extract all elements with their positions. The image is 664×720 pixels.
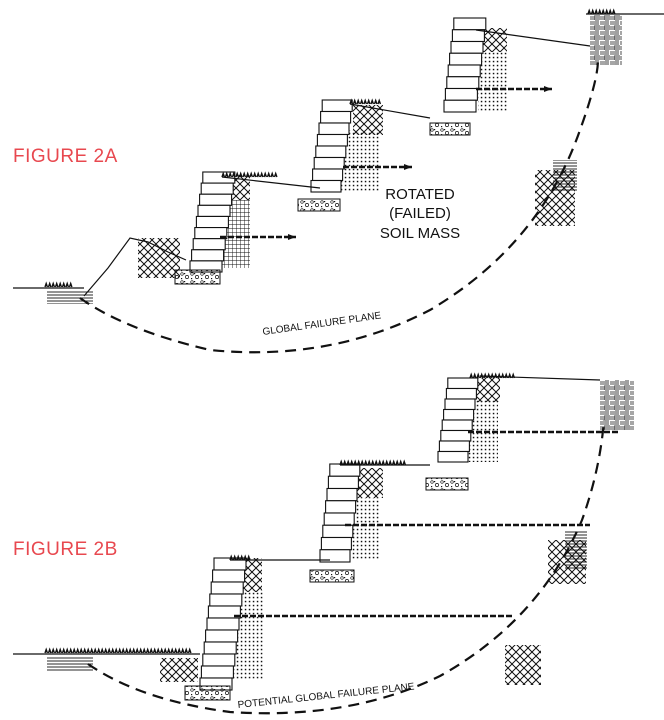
fig-b-tier1-block <box>206 617 240 631</box>
fig-a-tier1-block <box>195 215 229 229</box>
fig-b-tier1-block <box>209 593 243 607</box>
fig-a-tier1-block <box>197 204 231 217</box>
figure-2a-drawing <box>13 8 664 354</box>
fig-b-toe-soil <box>160 658 198 682</box>
fig-a-tier1-block <box>192 238 226 251</box>
figure-2a-title: FIGURE 2A <box>13 146 118 167</box>
fig-a-tier3-footing <box>429 122 471 136</box>
fig-b-tier3-block <box>437 450 469 463</box>
fig-a-tier2-block <box>320 110 352 124</box>
fig-a-tier3-block <box>450 40 484 54</box>
fig-a-left-soil <box>47 290 93 304</box>
fig-b-left-soil <box>47 656 93 672</box>
fig-b-right-soil-2 <box>565 530 587 570</box>
figure-2b-drawing <box>13 372 634 715</box>
fig-a-tier2-block <box>312 168 344 182</box>
fig-b-tier2-block <box>323 512 355 526</box>
fig-a-tier3-block <box>453 17 487 31</box>
fig-b-tier1-footing <box>184 685 231 701</box>
fig-a-tier2-block <box>318 122 350 136</box>
fig-b-tier2-block <box>326 487 358 502</box>
fig-a-tier1-geogrid-arrowhead <box>288 234 296 240</box>
fig-b-tier1-block <box>200 665 234 679</box>
fig-b-tier2-block <box>327 475 359 490</box>
fig-b-tier3-block <box>440 429 472 442</box>
fig-a-tier2-footing <box>297 198 341 212</box>
fig-a-tier2-slope <box>349 103 431 119</box>
fig-b-top-grass <box>469 372 516 379</box>
fig-a-toe-bulge <box>83 237 187 297</box>
fig-a-tier2-geogrid-arrowhead <box>404 164 412 170</box>
fig-b-left-grass <box>44 647 192 654</box>
fig-a-tier2-block <box>313 156 345 170</box>
fig-b-tier3-block <box>447 377 479 390</box>
fig-a-tier3-block <box>449 52 483 66</box>
fig-b-tier1-grass <box>229 554 251 561</box>
fig-a-tier1-block <box>200 182 234 195</box>
fig-a-tier2-block <box>321 99 353 113</box>
fig-b-tier3-footing <box>425 477 469 491</box>
fig-a-tier2-grass <box>349 98 382 105</box>
fig-a-tier3-block <box>444 87 478 101</box>
fig-b-tier3-block <box>444 398 476 411</box>
fig-a-top-grass <box>587 8 616 15</box>
fig-a-tier1-footing <box>174 269 221 285</box>
fig-a-tier3-block <box>443 99 477 113</box>
fig-b-tier2-block <box>320 536 352 551</box>
fig-b-tier1-block <box>205 629 239 643</box>
fig-b-tier3-block <box>438 440 470 453</box>
fig-a-tier1-slope <box>221 176 321 189</box>
fig-a-toe-bulge-fill <box>138 238 180 278</box>
fig-b-tier2-footing <box>309 569 355 583</box>
fig-b-tier1-block <box>202 653 236 667</box>
fig-a-upper-right-soil <box>590 15 622 65</box>
fig-b-tier1-block <box>212 569 246 583</box>
fig-a-tier3-block <box>447 64 481 78</box>
fig-b-tier3-block <box>443 408 475 421</box>
fig-a-tier2-block <box>315 145 347 159</box>
fig-a-left-grass <box>44 281 73 288</box>
soil-mass-label-line-1: ROTATED <box>385 186 455 203</box>
fig-b-tier3-block <box>445 387 477 400</box>
soil-mass-label-line-3: SOIL MASS <box>380 225 460 242</box>
fig-b-tier2-block <box>329 463 361 477</box>
fig-b-tier1-block <box>210 581 244 595</box>
fig-b-potential-failure-plane <box>87 419 606 715</box>
fig-b-right-soil-3 <box>505 645 541 685</box>
fig-b-tier2-block <box>322 524 354 539</box>
fig-b-tier2-block <box>325 500 357 514</box>
fig-a-tier3-reinforced <box>478 52 508 112</box>
fig-a-tier1-block <box>191 249 225 262</box>
fig-b-tier2-block <box>319 549 351 563</box>
fig-a-global-failure-plane <box>79 59 600 354</box>
fig-b-tier2-grass <box>339 459 407 466</box>
fig-a-tier3-block <box>451 29 485 43</box>
figure-2b-title: FIGURE 2B <box>13 539 118 560</box>
fig-a-tier3-slope <box>475 29 591 47</box>
soil-mass-label-line-2: (FAILED) <box>389 205 451 222</box>
global-failure-plane-label: GLOBAL FAILURE PLANE <box>262 310 382 338</box>
fig-a-tier3-geogrid-arrowhead <box>544 86 552 92</box>
fig-a-tier2-block <box>316 133 348 147</box>
fig-a-tier1-grass <box>221 171 278 178</box>
fig-a-tier1-block <box>199 193 233 206</box>
fig-b-tier1-block <box>203 641 237 655</box>
fig-b-upper-right-soil <box>600 380 634 430</box>
fig-a-tier3-block <box>446 76 480 90</box>
fig-b-tier3-block <box>441 419 473 432</box>
fig-a-right-soil-2 <box>553 160 577 192</box>
fig-a-tier2-block <box>310 179 342 193</box>
